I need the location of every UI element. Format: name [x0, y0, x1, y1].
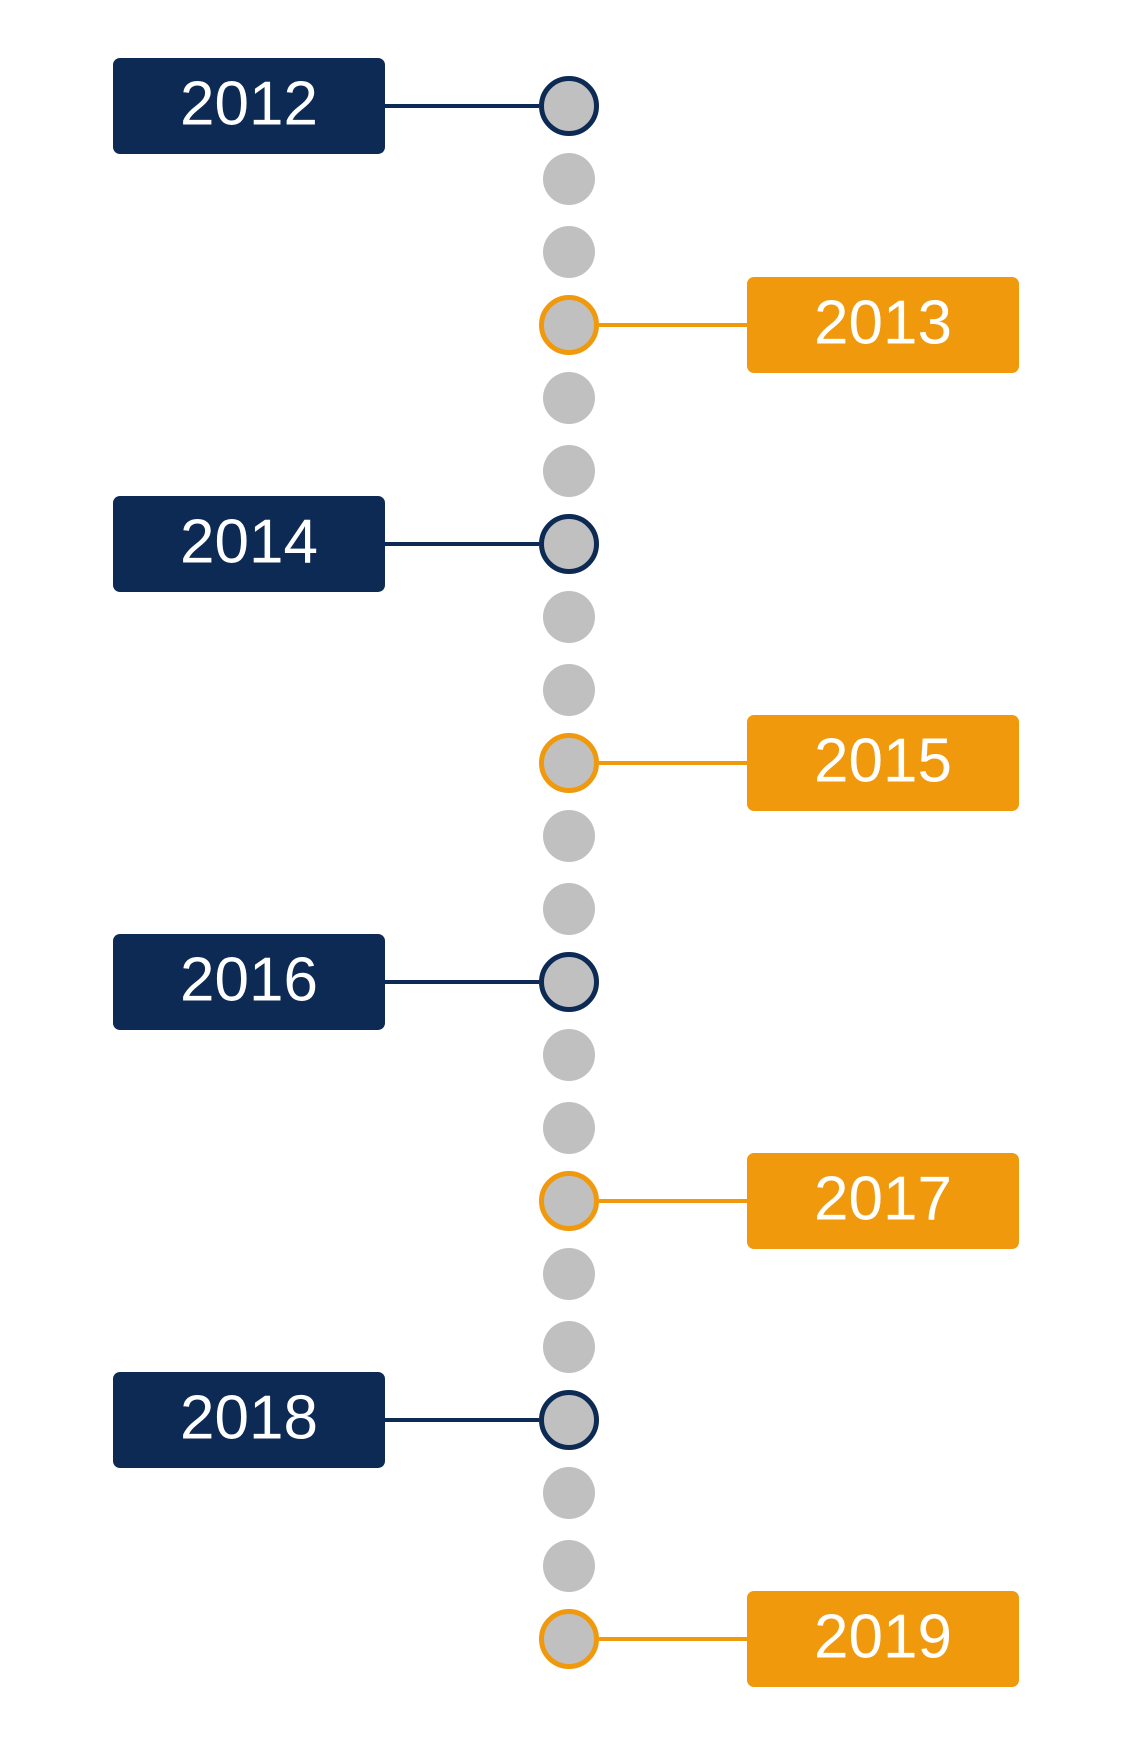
spacer-dots [543, 153, 595, 1592]
year-label: 2018 [180, 1383, 318, 1452]
spacer-dot [543, 1248, 595, 1300]
spacer-dot [543, 591, 595, 643]
event-node [539, 733, 599, 793]
spacer-dot [543, 226, 595, 278]
event-node [539, 952, 599, 1012]
event-node [539, 1609, 599, 1669]
year-box [113, 58, 385, 154]
spacer-dot [543, 372, 595, 424]
event-node [539, 1390, 599, 1450]
spacer-dot [543, 664, 595, 716]
spacer-dot [543, 1321, 595, 1373]
year-box [113, 496, 385, 592]
spacer-dot [543, 153, 595, 205]
year-box [747, 1591, 1019, 1687]
year-box [747, 277, 1019, 373]
year-box [113, 934, 385, 1030]
event-node [539, 76, 599, 136]
spacer-dot [543, 883, 595, 935]
year-box [747, 715, 1019, 811]
spacer-dot [543, 810, 595, 862]
year-label: 2015 [814, 726, 952, 795]
year-label: 2014 [180, 507, 318, 576]
event-nodes [539, 76, 599, 1669]
year-label: 2012 [180, 69, 318, 138]
year-box [747, 1153, 1019, 1249]
year-label: 2017 [814, 1164, 952, 1233]
year-label: 2019 [814, 1602, 952, 1671]
event-node [539, 295, 599, 355]
year-box [113, 1372, 385, 1468]
spacer-dot [543, 1029, 595, 1081]
spacer-dot [543, 1102, 595, 1154]
event-node [539, 1171, 599, 1231]
year-labels: 2012 2013 2014 2015 2016 2017 2018 2019 [113, 58, 1019, 1687]
spacer-dot [543, 445, 595, 497]
year-label: 2013 [814, 288, 952, 357]
event-node [539, 514, 599, 574]
year-label: 2016 [180, 945, 318, 1014]
connectors [385, 104, 747, 1641]
spacer-dot [543, 1540, 595, 1592]
spacer-dot [543, 1467, 595, 1519]
